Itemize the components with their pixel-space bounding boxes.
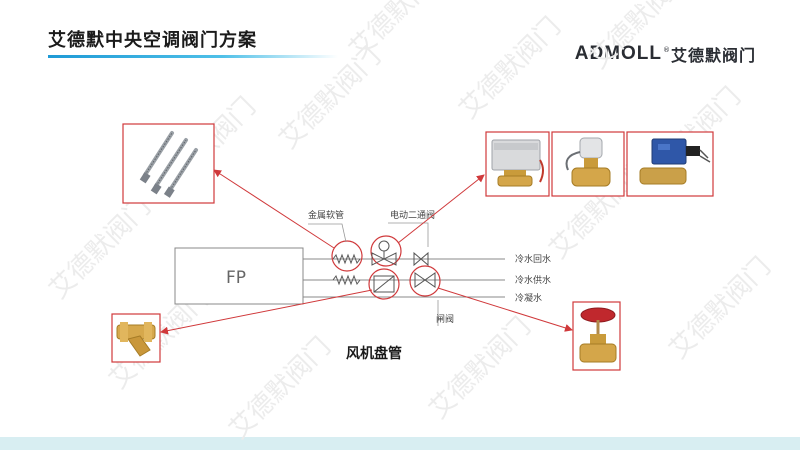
brand-name-en: ADMOLL [574,43,662,64]
registered-mark: ® [662,46,670,54]
electric-valve-picture-2 [565,137,611,187]
watermark: 艾德默阀门 [454,12,567,125]
electric-valve-picture-1 [491,139,544,187]
brand-name-cn: 艾德默阀门 [670,46,756,65]
gate-valve-circle [409,265,441,297]
highlight-circles [331,235,441,300]
cold-water-supply-label: 冷水供水 [515,274,551,286]
two-way-valve-symbol [371,240,397,266]
electric-two-way-valve-label: 电动二通阀 [390,209,435,221]
fan-coil-caption: 风机盘管 [346,346,402,362]
condensate-label: 冷凝水 [515,292,542,304]
gate-valve-picture [579,307,617,363]
pipes [303,258,505,298]
arrow-to-gate-valve [437,287,573,332]
watermark: 艾德默阀门 [424,312,537,425]
strainer-symbol [373,275,395,293]
watermark-layer: 艾德默阀门 艾德默阀门 艾德默阀门 艾德默阀门 艾德默阀门 艾德默阀门 艾德默阀… [44,0,777,445]
metal-hose-label: 金属软管 [308,209,344,221]
slide-title: 艾德默中央空调阀门方案 [48,30,257,51]
strainer-picture [116,322,156,357]
gate-valve-label: 闸阀 [436,314,454,325]
watermark: 艾德默阀门 [44,192,157,305]
metal-hose-picture [139,131,198,198]
title-underline [48,55,338,58]
two-way-valve-circle [370,235,402,267]
brand-logo: ADMOLL ® 艾德默阀门 [575,42,756,66]
photo-frames [111,123,714,371]
strainer-circle [368,268,400,300]
watermark: 艾德默阀门 [344,0,457,65]
fp-label: FP [226,268,246,288]
label-leaders [308,222,439,326]
arrow-to-metal-hose [213,169,335,249]
fan-coil-unit-box [174,247,304,305]
watermark: 艾德默阀门 [664,252,777,365]
metal-hose-symbols [332,253,361,286]
watermark: 艾德默阀门 [584,0,697,75]
arrow-to-strainer [160,289,373,335]
callout-arrows [160,169,573,335]
electric-valve-picture-3 [639,138,711,185]
gate-valve-symbols [413,251,436,288]
arrow-to-electric-valves [397,174,485,244]
footer-band [0,437,800,450]
watermark: 艾德默阀门 [224,332,337,445]
cold-water-return-label: 冷水回水 [515,253,551,265]
metal-hose-circle [331,240,363,272]
